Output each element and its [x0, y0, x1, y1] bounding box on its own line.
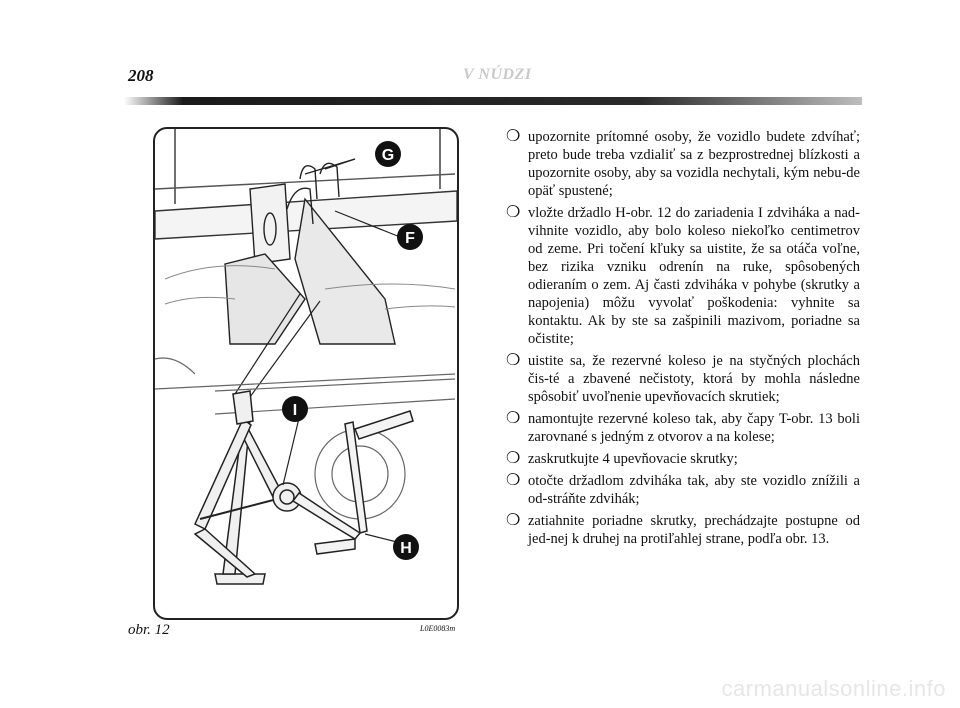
crank-handle [291, 410, 414, 555]
list-item: ❍ uistite sa, že rezervné koleso je na s… [506, 352, 860, 406]
page-number: 208 [128, 66, 154, 85]
list-item-text: zatiahnite poriadne skrutky, prechádzajt… [528, 513, 860, 547]
list-item: ❍ otočte držadlom zdviháka tak, aby ste … [506, 472, 860, 508]
list-item: ❍ upozornite prítomné osoby, že vozidlo … [506, 128, 860, 200]
list-item: ❍ vložte držadlo H-obr. 12 do zariadenia… [506, 204, 860, 348]
list-item-text: namontujte rezervné koleso tak, aby čapy… [528, 411, 860, 445]
svg-text:G: G [382, 147, 394, 164]
list-item: ❍ zaskrutkujte 4 upevňovacie skrutky; [506, 450, 860, 468]
scissor-jack [193, 390, 302, 585]
jack-illustration: G F I H [153, 127, 459, 620]
callout-h: H [393, 534, 419, 560]
svg-text:F: F [405, 230, 415, 247]
circle-bullet-icon: ❍ [506, 512, 521, 529]
circle-bullet-icon: ❍ [506, 472, 521, 489]
circle-bullet-icon: ❍ [506, 450, 521, 467]
circle-bullet-icon: ❍ [506, 128, 521, 145]
list-item-text: zaskrutkujte 4 upevňovacie skrutky; [528, 451, 738, 467]
svg-text:H: H [400, 540, 412, 557]
list-item-text: upozornite prítomné osoby, že vozidlo bu… [528, 129, 860, 199]
callout-g: G [375, 141, 401, 167]
jack-head-detail [224, 162, 396, 345]
list-item: ❍ zatiahnite poriadne skrutky, prechádza… [506, 512, 860, 548]
circle-bullet-icon: ❍ [506, 410, 521, 427]
circle-bullet-icon: ❍ [506, 204, 521, 221]
circle-bullet-icon: ❍ [506, 352, 521, 369]
svg-text:I: I [293, 402, 297, 419]
list-item-text: vložte držadlo H-obr. 12 do zariadenia I… [528, 205, 860, 347]
figure-code: L0E0083m [420, 624, 456, 633]
section-title: V NÚDZI [463, 66, 532, 83]
instruction-list: ❍ upozornite prítomné osoby, že vozidlo … [506, 128, 860, 552]
callout-f: F [397, 224, 423, 250]
list-item: ❍ namontujte rezervné koleso tak, aby ča… [506, 410, 860, 446]
header-rule [124, 97, 862, 105]
list-item-text: uistite sa, že rezervné koleso je na sty… [528, 353, 860, 405]
callout-i: I [282, 396, 308, 422]
figure-caption: obr. 12 [128, 622, 170, 638]
watermark: carmanualsonline.info [721, 676, 946, 701]
list-item-text: otočte držadlom zdviháka tak, aby ste vo… [528, 473, 860, 507]
